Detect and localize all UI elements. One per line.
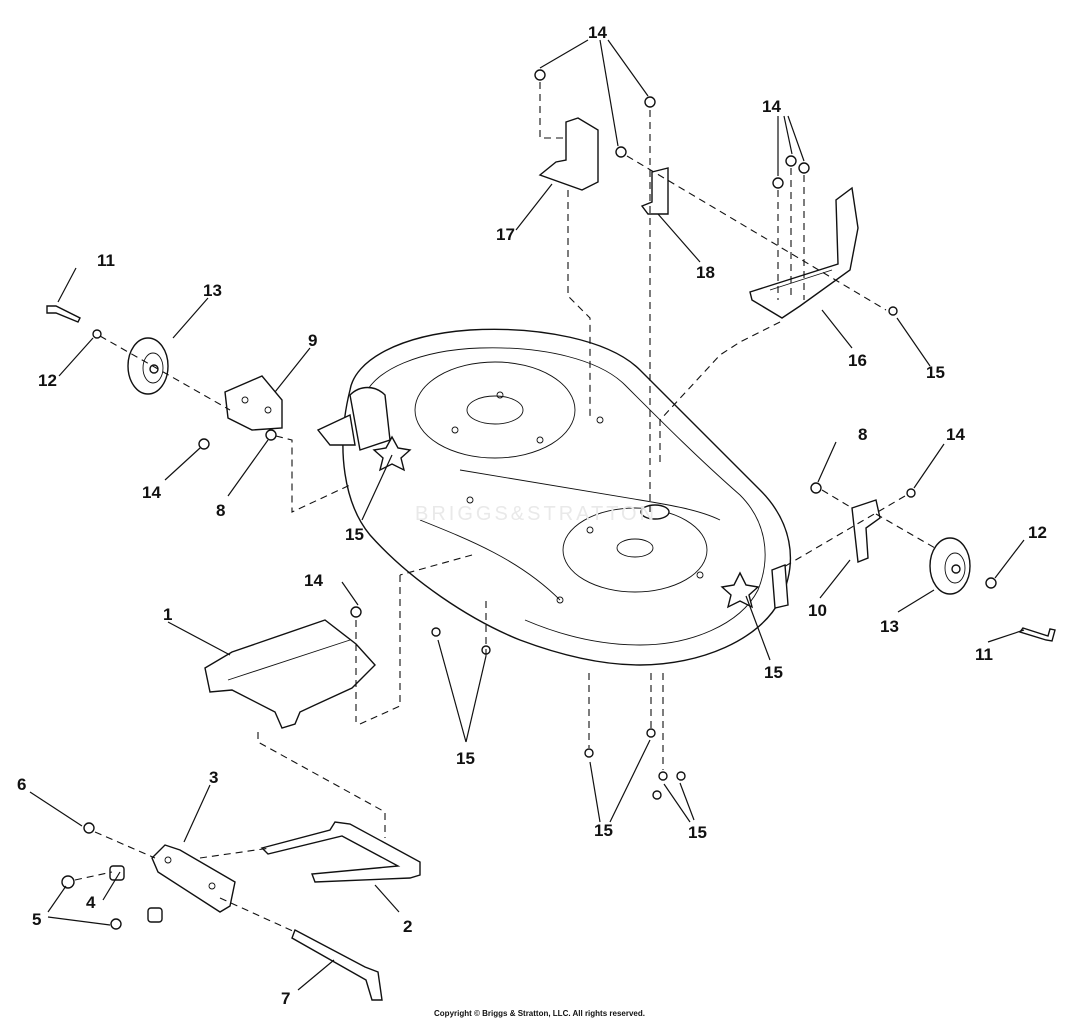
- callout-7: 7: [281, 989, 290, 1008]
- callout-18: 18: [696, 263, 715, 282]
- callout-16: 16: [848, 351, 867, 370]
- watermark-text: BRIGGS&STRATTON: [415, 503, 657, 525]
- callout-15-under-left: 15: [456, 749, 475, 768]
- callout-15-under-right: 15: [688, 823, 707, 842]
- rod-7: [291, 929, 383, 1001]
- leader-lines: [29, 39, 1025, 991]
- callout-5: 5: [32, 910, 41, 929]
- callout-4: 4: [86, 893, 96, 912]
- callout-14-right: 14: [946, 425, 965, 444]
- right-gauge-wheel: [929, 537, 971, 595]
- callout-9: 9: [308, 331, 317, 350]
- callout-15-deck-left: 15: [345, 525, 364, 544]
- callout-1: 1: [163, 605, 172, 624]
- hardware: [46, 69, 1056, 930]
- bracket-18: [640, 167, 669, 215]
- bracket-3: [151, 844, 236, 913]
- callout-12-right: 12: [1028, 523, 1047, 542]
- bracket-1: [204, 619, 376, 729]
- callout-15-bracket: 15: [926, 363, 945, 382]
- callout-14-top: 14: [588, 23, 607, 42]
- callout-10: 10: [808, 601, 827, 620]
- wheel-bracket-left: [224, 375, 283, 431]
- callout-3: 3: [209, 768, 218, 787]
- bracket-16: [749, 186, 859, 319]
- bracket-17: [538, 117, 599, 191]
- callout-13-right: 13: [880, 617, 899, 636]
- callout-12-left: 12: [38, 371, 57, 390]
- callout-14-mid: 14: [304, 571, 323, 590]
- callout-8-left: 8: [216, 501, 225, 520]
- callout-labels: 1 2 3 4 5 6 7 8 8 9 10 11 11 12 12 13 13…: [17, 23, 1047, 1008]
- left-gauge-wheel: [127, 337, 169, 395]
- callout-6: 6: [17, 775, 26, 794]
- callout-11-left: 11: [97, 251, 115, 270]
- callout-8-right: 8: [858, 425, 867, 444]
- callout-15-deck-right: 15: [764, 663, 783, 682]
- callout-14-right-top: 14: [762, 97, 781, 116]
- mower-deck: BRIGGS&STRATTON: [316, 328, 792, 666]
- callout-11-right: 11: [975, 645, 993, 664]
- callout-17: 17: [496, 225, 515, 244]
- callout-15-under-mid: 15: [594, 821, 613, 840]
- copyright-notice: Copyright © Briggs & Stratton, LLC. All …: [434, 1009, 645, 1018]
- lift-rod-2: [260, 821, 421, 883]
- assembly-lines: [74, 82, 936, 933]
- callout-2: 2: [403, 917, 412, 936]
- callout-14-left: 14: [142, 483, 161, 502]
- callout-13-left: 13: [203, 281, 222, 300]
- wheel-bracket-right: [851, 499, 881, 563]
